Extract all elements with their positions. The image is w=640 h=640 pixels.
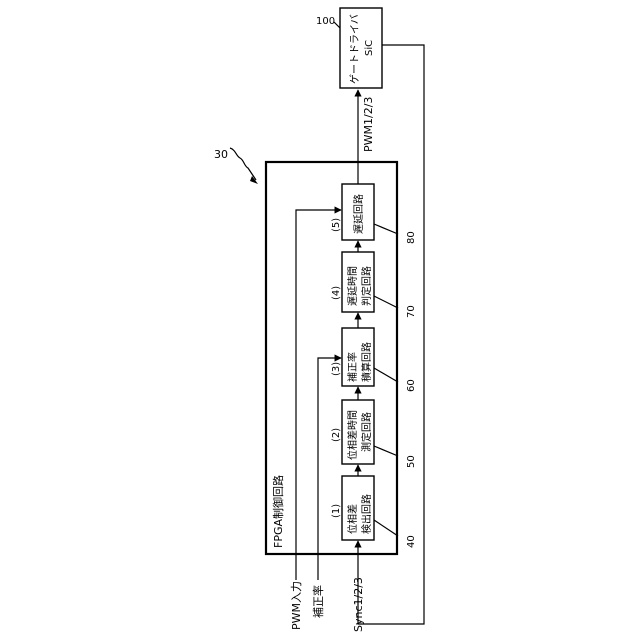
block-4-line2: 判定回路 (360, 266, 373, 306)
gate-driver-box (340, 8, 382, 88)
block-1-line1: 位相差 (346, 504, 359, 534)
block-5-line1: 遅延回路 (352, 194, 365, 234)
block-2-line2: 測定回路 (360, 412, 373, 452)
output-label: PWM1/2/3 (362, 97, 375, 152)
correction-input-label: 補正率 (311, 585, 325, 618)
block-delay-judge: (4) 遅延時間 判定回路 (331, 252, 374, 312)
block-correction-accum: (3) 補正率 積算回路 (331, 328, 374, 386)
block-3-line1: 補正率 (346, 352, 359, 382)
ref-70-label: 70 (406, 305, 417, 318)
gate-driver-line2: SiC (364, 40, 375, 56)
block-delay-circuit: (5) 遅延回路 (331, 184, 374, 240)
ref-40-label: 40 (406, 535, 417, 548)
ref-70-leader (374, 296, 398, 308)
ref-80-leader (374, 224, 398, 234)
block-4-num: (4) (331, 286, 342, 300)
block-phase-diff-detect: (1) 位相差 検出回路 (331, 476, 374, 540)
block-3-num: (3) (331, 362, 342, 376)
ref-30-leader (230, 148, 256, 180)
block-phase-time-measure: (2) 位相差時間 測定回路 (331, 400, 374, 464)
ref-30-label: 30 (214, 148, 228, 161)
block-5-num: (5) (331, 218, 342, 232)
ref-60-leader (374, 368, 398, 382)
block-2-num: (2) (331, 428, 342, 442)
block-2-line1: 位相差時間 (346, 410, 359, 460)
ref-50-leader (374, 446, 398, 456)
gate-driver-line1: ゲートドライバ (349, 14, 361, 84)
correction-input-line (318, 358, 341, 580)
pwm-input-label: PWM入力 (290, 581, 303, 630)
ref-40-leader (374, 520, 398, 536)
ref-80-label: 80 (406, 231, 417, 244)
ref-60-label: 60 (406, 379, 417, 392)
block-1-num: (1) (331, 504, 342, 518)
ref-numerals: 40 50 60 70 80 (374, 224, 417, 548)
block-1-line2: 検出回路 (360, 494, 373, 534)
block-4-line1: 遅延時間 (347, 266, 359, 306)
block-3-line2: 積算回路 (360, 342, 373, 382)
fpga-title: FPGA制御回路 (271, 475, 285, 548)
ref-100-label: 100 (316, 16, 335, 27)
ref-50-label: 50 (406, 455, 417, 468)
